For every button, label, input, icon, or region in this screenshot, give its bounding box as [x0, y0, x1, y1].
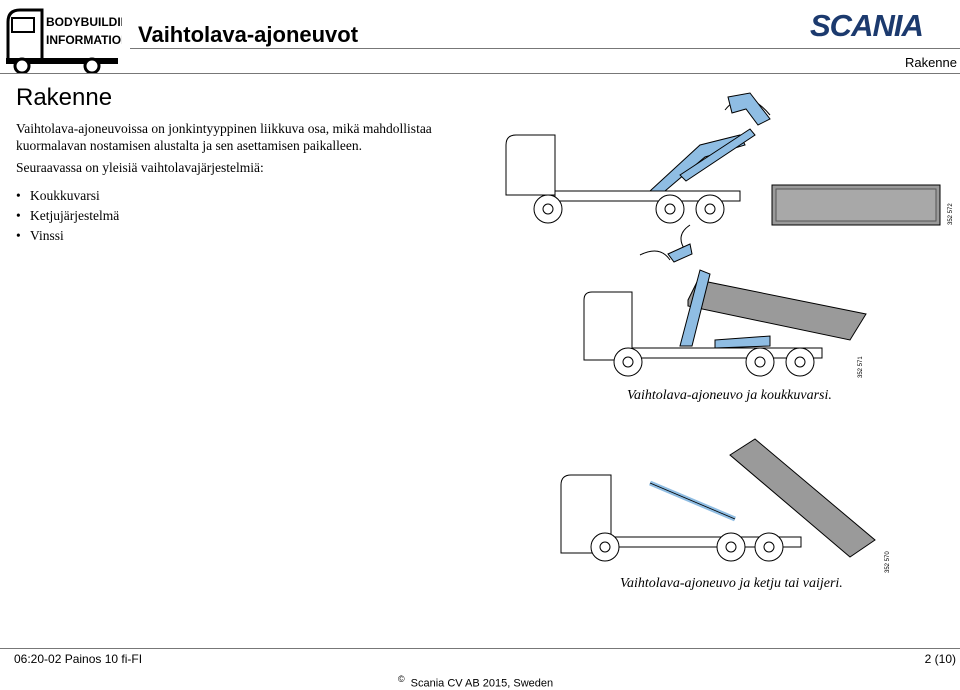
systems-list: Koukkuvarsi Ketjujärjestelmä Vinssi	[16, 186, 119, 246]
copyright: © Scania CV AB 2015, Sweden	[398, 674, 553, 690]
copyright-symbol: ©	[398, 674, 405, 684]
document-code: 06:20-02 Painos 10 fi-FI	[14, 652, 143, 666]
section-label: Rakenne	[904, 55, 957, 70]
figure-code-3: 352 570	[885, 551, 891, 573]
document-title: Vaihtolava-ajoneuvot	[138, 22, 359, 47]
brand-text: SCANIA	[810, 8, 923, 42]
systems-lead: Seuraavassa on yleisiä vaihtolavajärjest…	[16, 160, 264, 175]
bodybuilding-information-logo: BODYBUILDING INFORMATION	[6, 8, 122, 74]
header-rule	[130, 48, 960, 49]
page-number: 2 (10)	[924, 652, 956, 666]
figure-hook-arm-tipping: 352 571	[583, 243, 867, 378]
figure-caption-2: Vaihtolava-ajoneuvo ja ketju tai vaijeri…	[620, 576, 843, 591]
list-item: Ketjujärjestelmä	[16, 206, 119, 226]
intro-paragraph: Vaihtolava-ajoneuvoissa on jonkintyyppin…	[16, 121, 432, 153]
footer-rule	[0, 648, 960, 649]
figure-caption-1: Vaihtolava-ajoneuvo ja koukkuvarsi.	[627, 388, 832, 403]
logo-line-1: BODYBUILDING	[46, 15, 122, 29]
figure-chain-cable-tipping: 352 570	[560, 438, 891, 573]
logo-line-2: INFORMATION	[46, 33, 122, 47]
scania-logo: SCANIA	[810, 8, 924, 42]
figure-hook-arm-loading: 352 572	[505, 92, 954, 250]
list-item: Koukkuvarsi	[16, 186, 119, 206]
figure-code-1: 352 572	[948, 203, 954, 225]
section-heading: Rakenne	[16, 84, 113, 111]
section-rule	[0, 73, 960, 74]
copyright-text: Scania CV AB 2015, Sweden	[410, 677, 554, 690]
figure-code-2: 352 571	[858, 356, 864, 378]
list-item: Vinssi	[16, 226, 119, 246]
